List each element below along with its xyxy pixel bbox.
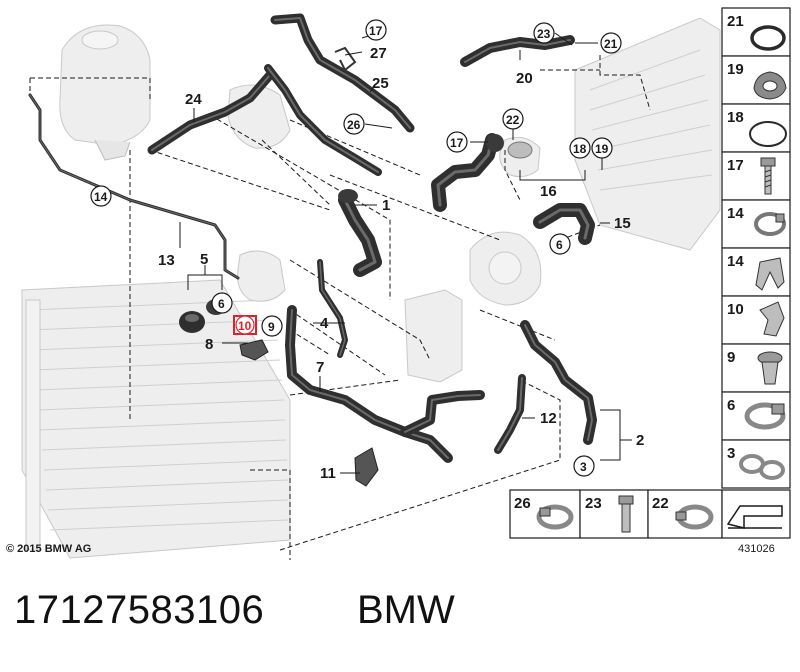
hose-2: [520, 320, 597, 445]
callout-16: 16: [540, 183, 557, 200]
callout-26: 26: [347, 118, 361, 132]
callout-10-circle: [235, 315, 255, 335]
o-ring-icon: [750, 25, 786, 51]
callout-6b: 6: [556, 238, 563, 252]
water-pump-ghost: [469, 231, 542, 306]
copyright-text: © 2015 BMW AG: [6, 543, 91, 555]
aux-tank-ghost: [404, 289, 463, 383]
hose-12: [494, 374, 526, 454]
callout-9: 9: [268, 320, 275, 334]
legend-label-19: 19: [727, 61, 744, 78]
callout-14: 14: [94, 190, 108, 204]
hose-clamp-22-icon: [675, 504, 714, 530]
hose-7: [285, 305, 485, 463]
engine-block-ghost: [574, 17, 721, 251]
callout-5: 5: [200, 251, 208, 268]
callout-12: 12: [540, 410, 557, 427]
legend-label-14a: 14: [727, 205, 744, 222]
callout-21-circle: [600, 32, 622, 54]
part-11-bracket: [354, 447, 379, 487]
callout-10: 10: [238, 319, 252, 333]
legend-label-17: 17: [727, 157, 744, 174]
legend-label-23: 23: [585, 495, 602, 512]
radiator-ghost: [21, 279, 291, 559]
hose-20: [460, 35, 575, 67]
callout-6b-circle: [549, 233, 571, 255]
pipe-14: [28, 93, 240, 280]
hose-24: [147, 70, 275, 155]
spring-clip-icon: [755, 257, 785, 291]
part-27-clip: [334, 46, 357, 72]
callout-17a-circle: [365, 19, 387, 41]
legend-label-10: 10: [727, 301, 744, 318]
callout-23-circle: [533, 22, 555, 44]
legend-label-22: 22: [652, 495, 669, 512]
bolt-icon: [760, 157, 776, 195]
hose-clamp-26-icon: [536, 504, 574, 530]
double-clamp-icon: [739, 454, 785, 480]
callout-27: 27: [370, 45, 387, 62]
callout-4: 4: [320, 315, 329, 332]
callout-14-circle: [90, 185, 112, 207]
callout-9-circle: [261, 315, 283, 337]
legend-label-26: 26: [514, 495, 531, 512]
legend-column: 21 19 18 17 14 14 10 9 6 3: [721, 7, 791, 489]
callout-22: 22: [506, 113, 520, 127]
hose-clamp-icon: [754, 212, 786, 236]
callout-13: 13: [158, 252, 175, 269]
callout-11: 11: [320, 465, 336, 482]
hose-16: [431, 133, 499, 212]
legend-label-6: 6: [727, 397, 735, 414]
callout-24: 24: [185, 91, 202, 108]
callout-17b-circle: [446, 131, 468, 153]
retaining-clip-icon: [759, 301, 785, 337]
callout-18: 18: [573, 142, 587, 156]
callout-1: 1: [382, 197, 390, 214]
legend-label-3: 3: [727, 445, 735, 462]
hose-15: [533, 203, 595, 245]
diagram-number: 431026: [738, 543, 775, 555]
callout-17b: 17: [450, 136, 464, 150]
callout-3: 3: [580, 460, 587, 474]
callouts: 1 2 3 4 5 6 6 7 8 9 10 11 12 13 14 15 16…: [90, 19, 644, 482]
hose-26: [264, 64, 382, 176]
callout-7: 7: [316, 359, 324, 376]
callout-17a: 17: [369, 24, 383, 38]
expansion-tank-ghost: [59, 24, 151, 161]
legend-label-18: 18: [727, 109, 744, 126]
brand-name: BMW: [357, 588, 455, 632]
callout-26-circle: [343, 113, 365, 135]
callout-23: 23: [537, 27, 551, 41]
callout-6a-circle: [211, 292, 233, 314]
direction-arrow-icon: [726, 505, 783, 529]
callout-25: 25: [372, 75, 389, 92]
hose-4: [317, 259, 348, 358]
hose-25: [270, 13, 415, 133]
worm-clamp-icon: [744, 402, 786, 430]
callout-19: 19: [595, 142, 609, 156]
legend-label-14b: 14: [727, 253, 744, 270]
screw-23-icon: [618, 495, 634, 533]
fitting-18-19: [486, 134, 533, 159]
callout-2: 2: [636, 432, 644, 449]
callout-19-circle: [591, 137, 613, 159]
callout-21: 21: [604, 37, 618, 51]
callout-15: 15: [614, 215, 631, 232]
expanding-rivet-icon: [757, 351, 783, 385]
callout-18-circle: [569, 137, 591, 159]
hose-1: [338, 189, 382, 277]
callout-3-circle: [573, 455, 595, 477]
callout-22-circle: [502, 108, 524, 130]
legend-row: 26 23 22: [509, 489, 791, 539]
part-8-bracket: [239, 339, 269, 361]
callout-6a: 6: [218, 297, 225, 311]
callout-20: 20: [516, 70, 533, 87]
callout-8: 8: [205, 336, 213, 353]
legend-label-9: 9: [727, 349, 735, 366]
gasket-icon: [753, 71, 787, 100]
seal-ring-icon: [749, 121, 787, 147]
legend-label-21: 21: [727, 13, 744, 30]
part-number: 17127583106: [14, 588, 265, 632]
